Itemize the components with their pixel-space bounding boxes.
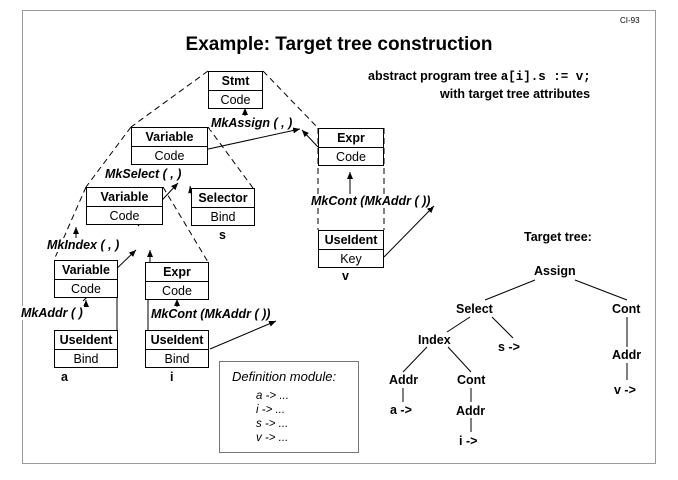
node-useident-i-name: UseIdent [146,331,208,350]
target-addr-right: Addr [612,348,642,362]
arrow-expr-to-mkassign [301,129,319,148]
node-expr-right: Expr Code [318,128,384,166]
fn-mkcont-low: MkCont (MkAddr ( )) [150,307,272,321]
target-a-leaf: a -> [390,403,412,417]
definition-line-a: a -> ... [256,390,289,402]
target-cont-left: Cont [457,373,486,387]
node-stmt-name: Stmt [209,72,262,91]
definition-line-v: v -> ... [256,432,289,444]
leaf-s: s [219,228,226,242]
node-variable-mid-name: Variable [87,188,162,207]
node-useident-i: UseIdent Bind [145,330,209,368]
tedge-assign-select [484,279,536,301]
edge-stmt-variable [130,70,209,128]
node-expr-right-name: Expr [319,129,383,148]
node-expr-low-attr: Code [162,284,192,298]
node-variable-low: Variable Code [54,260,118,298]
edge-variable-selector [207,126,254,189]
node-useident-v: UseIdent Key [318,230,384,268]
target-addr-left: Addr [389,373,419,387]
heading-code: a[i].s := v; [500,70,591,84]
node-variable-low-name: Variable [55,261,117,280]
tedge-index-addr [402,346,428,373]
target-tree-title: Target tree: [524,230,592,244]
edge-variable-variable-low [53,186,87,261]
target-assign: Assign [534,264,576,278]
node-selector-name: Selector [192,189,254,208]
heading-line-2: with target tree attributes [440,87,591,101]
node-variable-top: Variable Code [131,127,208,165]
target-index: Index [418,333,451,347]
leaf-a: a [61,370,68,384]
node-useident-a: UseIdent Bind [54,330,118,368]
node-selector-attr: Bind [210,210,236,224]
node-variable-top-attr: Code [154,149,185,163]
leaf-i: i [170,370,174,384]
fn-mkcont-right: MkCont (MkAddr ( )) [310,194,432,208]
fn-mkassign: MkAssign ( , ) [210,116,294,130]
tedge-index-cont [447,346,472,373]
node-expr-low: Expr Code [145,262,209,300]
node-variable-mid: Variable Code [86,187,163,225]
node-expr-right-attr: Code [336,150,366,164]
node-stmt: Stmt Code [208,71,263,109]
target-select: Select [456,302,493,316]
leaf-v: v [342,269,349,283]
node-useident-i-attr: Bind [164,352,190,366]
node-variable-mid-attr: Code [109,209,140,223]
tedge-assign-cont [574,279,628,301]
tedge-select-index [446,316,471,333]
fn-mkselect: MkSelect ( , ) [104,167,183,181]
target-cont-right: Cont [612,302,641,316]
slide-title: Example: Target tree construction [185,34,493,55]
node-useident-v-name: UseIdent [319,231,383,250]
arrow-useident-i-to-mkaddr [209,320,277,350]
arrow-useident-v-to-mkaddr [383,205,435,258]
heading-line-1: abstract program tree a[i].s := v; [368,69,591,84]
fn-mkindex: MkIndex ( , ) [46,238,121,252]
heading-prefix: abstract program tree [368,69,501,83]
node-useident-v-attr: Key [340,252,362,266]
fn-mkaddr: MkAddr ( ) [20,306,84,320]
node-useident-a-name: UseIdent [55,331,117,350]
node-variable-top-name: Variable [132,128,207,147]
definition-line-i: i -> ... [256,404,286,416]
definition-line-s: s -> ... [256,418,289,430]
definition-module-box: Definition module: a -> ... i -> ... s -… [219,361,359,453]
edge-stmt-expr [262,70,319,129]
definition-module-title: Definition module: [232,369,337,384]
edge-variable-expr [162,186,209,263]
arrow-variable-to-mkassign [189,127,301,154]
node-selector: Selector Bind [191,188,255,226]
node-useident-a-attr: Bind [73,352,99,366]
edge-variable-variable [85,126,132,188]
node-variable-low-attr: Code [71,282,101,296]
node-expr-low-name: Expr [146,263,208,282]
target-addr-low: Addr [456,404,486,418]
slide-frame [22,10,656,464]
tedge-select-s [491,316,514,339]
slide-id: CI-93 [620,16,640,25]
target-v-leaf: v -> [614,383,636,397]
target-s-leaf: s -> [498,340,520,354]
target-i-leaf: i -> [459,434,478,448]
node-stmt-attr: Code [220,93,251,107]
